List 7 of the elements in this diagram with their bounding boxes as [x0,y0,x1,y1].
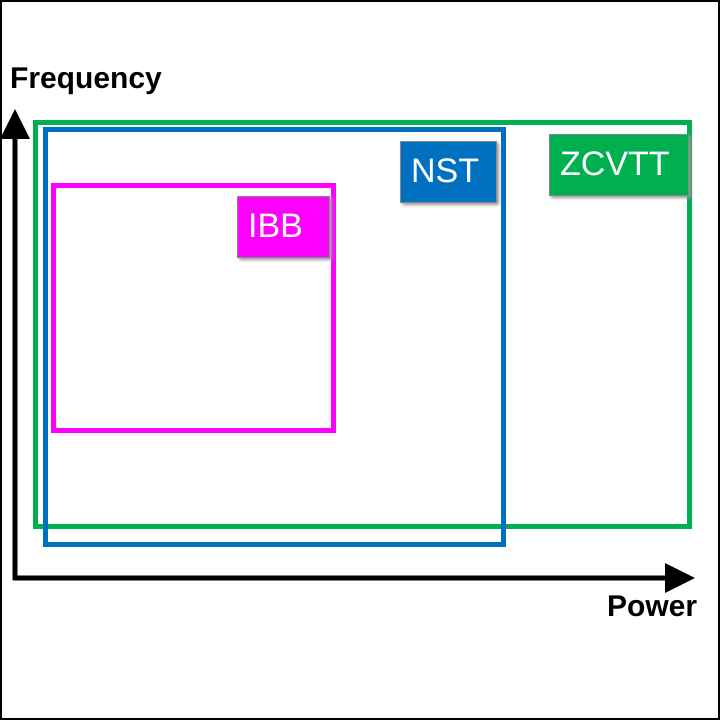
axis-label: Power [607,590,698,624]
region-label: IBB [237,196,330,258]
region-label: NST [400,141,497,203]
region-outline [51,183,336,433]
axis-label: Frequency [10,62,162,96]
region-label: ZCVTT [549,134,689,196]
region-outline [33,120,692,529]
